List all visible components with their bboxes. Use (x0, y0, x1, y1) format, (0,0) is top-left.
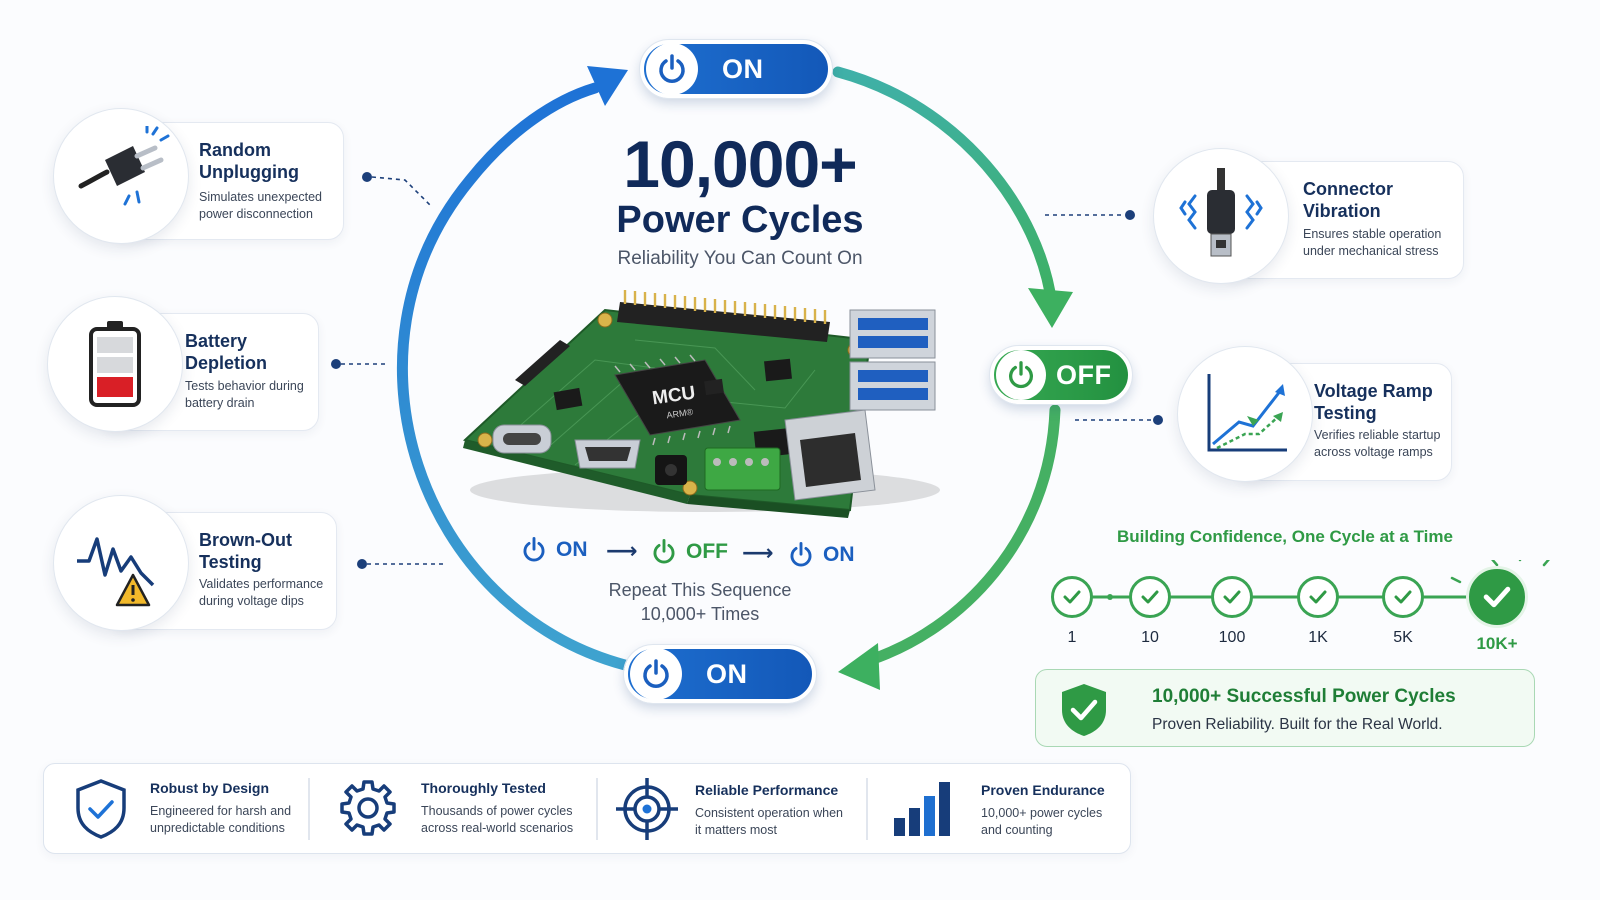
pill-label: OFF (1056, 359, 1112, 390)
success-summary-box: 10,000+ Successful Power Cycles Proven R… (1035, 669, 1535, 747)
headline-subtitle: Power Cycles (616, 199, 864, 241)
feature-desc: Validates performance during voltage dip… (199, 577, 324, 608)
bar-chart-icon (894, 782, 950, 836)
check-icon (1141, 590, 1159, 604)
divider (308, 778, 310, 840)
shield-check-icon (1062, 684, 1106, 736)
feature-title: Random Unplugging (199, 140, 299, 182)
highlight-desc: Engineered for harsh and unpredictable c… (150, 804, 292, 835)
milestone-label: 1 (1067, 629, 1077, 646)
feature-title: Connector Vibration (1303, 179, 1393, 221)
voltage-dip-icon (53, 495, 189, 631)
milestone-node-10 (1129, 576, 1171, 618)
ring-arrowhead-top (587, 66, 628, 106)
power-icon (653, 539, 675, 564)
sequence-step-off: OFF (650, 538, 728, 566)
pill-label: ON (722, 53, 764, 84)
power-off-pill[interactable]: OFF (989, 345, 1133, 405)
milestone-node-1k (1297, 576, 1339, 618)
pill-label: ON (706, 658, 748, 689)
power-on-pill-top[interactable]: ON (639, 39, 833, 99)
connector-icon (1153, 148, 1289, 284)
power-icon (790, 542, 812, 567)
highlight-desc: 10,000+ power cycles and counting (981, 806, 1103, 837)
mcu-sublabel: ARM® (666, 407, 694, 421)
feature-title: Battery Depletion (185, 331, 268, 373)
highlight-title: Thoroughly Tested (421, 780, 546, 796)
divider (596, 778, 598, 840)
ring-arrowhead-bottom (838, 643, 880, 690)
feature-desc: Ensures stable operation under mechanica… (1303, 227, 1442, 258)
bottom-highlights-bar: Robust by Design Engineered for harsh an… (43, 763, 1131, 854)
check-icon (1483, 586, 1511, 608)
headline-tagline: Reliability You Can Count On (617, 248, 863, 269)
power-on-pill-bottom[interactable]: ON (623, 644, 817, 704)
gpio-header (617, 290, 830, 342)
milestone-node-100 (1211, 576, 1253, 618)
milestones-title: Building Confidence, One Cycle at a Time (1117, 527, 1453, 546)
milestone-label: 10K+ (1476, 634, 1518, 653)
divider (866, 778, 868, 840)
sequence-step-on-repeat: ON (787, 541, 855, 569)
milestone-label: 5K (1393, 629, 1413, 646)
ethernet-port (784, 409, 876, 501)
success-title: 10,000+ Successful Power Cycles (1152, 686, 1456, 707)
ring-right-lower-arc (864, 404, 1061, 666)
ring-right-upper-arc (832, 66, 1058, 311)
usb-a-ports (849, 309, 936, 411)
milestone-node-10k (1466, 566, 1528, 628)
ramp-chart-icon (1177, 346, 1313, 482)
power-icon (996, 350, 1046, 400)
headline-number: 10,000+ (623, 127, 857, 201)
highlight-title: Proven Endurance (981, 782, 1105, 798)
battery-icon (47, 296, 183, 432)
shield-check-icon (76, 779, 126, 839)
power-icon (630, 648, 682, 700)
power-icon (646, 43, 698, 95)
mcu-chip: MCU ARM® (614, 354, 741, 446)
check-icon (1063, 590, 1081, 604)
terminal-block (704, 447, 781, 491)
plug-icon (53, 108, 189, 244)
arrow-right-icon: ⟶ (606, 538, 638, 563)
milestone-label: 10 (1141, 629, 1159, 646)
highlight-title: Reliable Performance (695, 782, 839, 798)
repeat-sequence-text: Repeat This Sequence 10,000+ Times (608, 580, 792, 624)
success-subtitle: Proven Reliability. Built for the Real W… (1152, 716, 1443, 733)
milestone-label: 1K (1308, 629, 1328, 646)
check-icon (1223, 590, 1241, 604)
check-icon (1309, 590, 1327, 604)
feature-desc: Verifies reliable startup across voltage… (1314, 428, 1441, 459)
feature-title: Voltage Ramp Testing (1314, 381, 1433, 423)
sequence-step-on: ON (520, 536, 588, 564)
hdmi-port (574, 439, 641, 469)
milestone-label: 100 (1218, 629, 1246, 646)
feature-desc: Simulates unexpected power disconnection (199, 190, 322, 221)
check-icon (1394, 590, 1412, 604)
highlight-desc: Thousands of power cycles across real-wo… (421, 804, 574, 835)
power-icon (523, 537, 545, 562)
ring-left-arc (396, 82, 631, 671)
gear-icon (340, 780, 396, 836)
circuit-board-illustration: MCU ARM® (462, 290, 940, 518)
feature-title: Brown-Out Testing (199, 530, 292, 572)
highlight-title: Robust by Design (150, 780, 270, 796)
milestone-node-5k (1382, 576, 1424, 618)
ring-arrowhead-off (1028, 288, 1073, 328)
milestone-node-1 (1051, 576, 1093, 618)
usb-c-port (492, 424, 552, 454)
feature-desc: Tests behavior during battery drain (185, 379, 304, 410)
target-icon (616, 778, 678, 840)
highlight-desc: Consistent operation when it matters mos… (695, 806, 844, 837)
arrow-right-icon: ⟶ (742, 540, 774, 565)
